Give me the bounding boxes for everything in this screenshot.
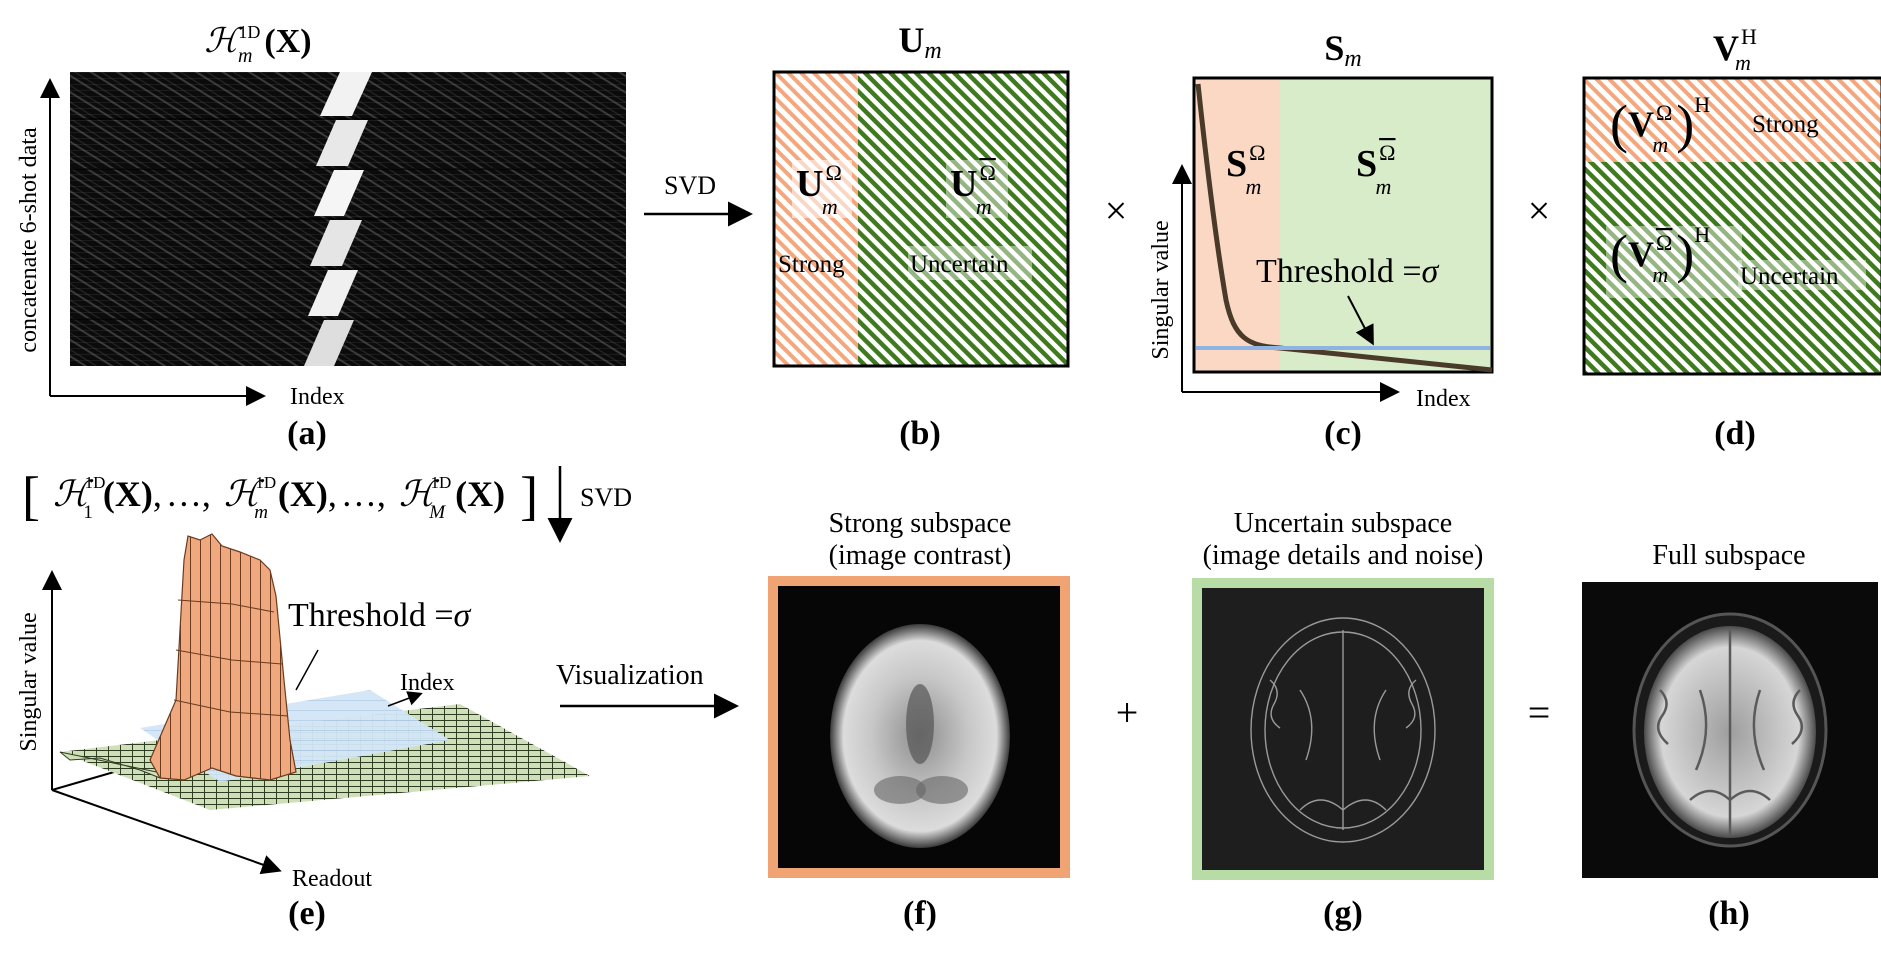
- panel-g-title-line1: Uncertain subspace: [1234, 508, 1452, 539]
- panel-c-label: (c): [1324, 415, 1362, 452]
- v-strong-word: Strong: [1752, 111, 1819, 138]
- panel-c-title: Sm: [1324, 28, 1361, 72]
- v-uncertain-region: [1584, 162, 1881, 374]
- hankel-symbol: ℋ: [204, 23, 243, 60]
- panel-a-y-label: concatenate 6-shot data: [16, 127, 42, 353]
- panel-d-label: (d): [1714, 415, 1756, 452]
- panel-e-readout-label: Readout: [292, 866, 372, 892]
- panel-f-title-line1: Strong subspace: [829, 508, 1012, 539]
- panel-c-threshold: Threshold =σ: [1256, 253, 1440, 290]
- panel-f-title-line2: (image contrast): [829, 540, 1012, 571]
- panel-g-title-line2: (image details and noise): [1203, 540, 1484, 571]
- panel-a-x-label: Index: [290, 384, 345, 410]
- panel-b-title: Um: [898, 20, 941, 64]
- v-strong-region: [1584, 78, 1881, 162]
- panel-a: ℋm1D(X) concatenate 6-shot data Index (a…: [16, 22, 626, 452]
- plus-operator: +: [1116, 690, 1139, 735]
- panel-e-index-label: Index: [400, 670, 455, 696]
- panel-e-label: (e): [288, 895, 326, 932]
- u-strong-region: [774, 72, 858, 366]
- u-uncertain-word: Uncertain: [910, 251, 1009, 278]
- uncertain-brain-edges: [1250, 617, 1436, 843]
- svd-side-label: SVD: [580, 483, 632, 512]
- panel-h-label: (h): [1708, 895, 1750, 932]
- svd-top-label: SVD: [664, 171, 716, 200]
- panel-c-y-label: Singular value: [1148, 220, 1174, 359]
- panel-a-label: (a): [287, 415, 327, 452]
- threshold-pointer: [1347, 295, 1374, 346]
- bright-diagonal-stripes: [70, 72, 626, 366]
- visualization-label: Visualization: [556, 660, 704, 691]
- panel-f-label: (f): [903, 895, 937, 932]
- equals-operator: =: [1528, 690, 1551, 735]
- u-strong-word: Strong: [778, 251, 845, 278]
- panel-c-x-label: Index: [1416, 386, 1471, 412]
- panel-e-readout-arrow: [51, 789, 282, 875]
- panel-e-y-label: Singular value: [16, 612, 42, 751]
- s-uncertain-region: [1280, 78, 1492, 372]
- panel-g: Uncertain subspace (image details and no…: [1192, 508, 1494, 932]
- panel-g-label: (g): [1323, 895, 1363, 932]
- times-operator-1: ×: [1105, 188, 1128, 233]
- e-strong-surface: [149, 533, 297, 781]
- s-strong-region: [1194, 78, 1280, 372]
- panel-b-label: (b): [899, 415, 941, 452]
- panel-h: Full subspace (h): [1582, 540, 1878, 932]
- panel-a-title: ℋm1D(X): [204, 22, 311, 67]
- panel-h-title: Full subspace: [1652, 540, 1805, 571]
- times-operator-2: ×: [1528, 188, 1551, 233]
- v-uncertain-word: Uncertain: [1740, 263, 1839, 290]
- u-uncertain-region: [858, 72, 1068, 366]
- panel-f: Strong subspace (image contrast) (f): [768, 508, 1070, 932]
- panel-e-threshold: Threshold =σ: [288, 597, 472, 634]
- panel-e: Singular value Threshold =σ Index Readou…: [16, 533, 590, 932]
- singular-value-curve: [1195, 83, 1493, 373]
